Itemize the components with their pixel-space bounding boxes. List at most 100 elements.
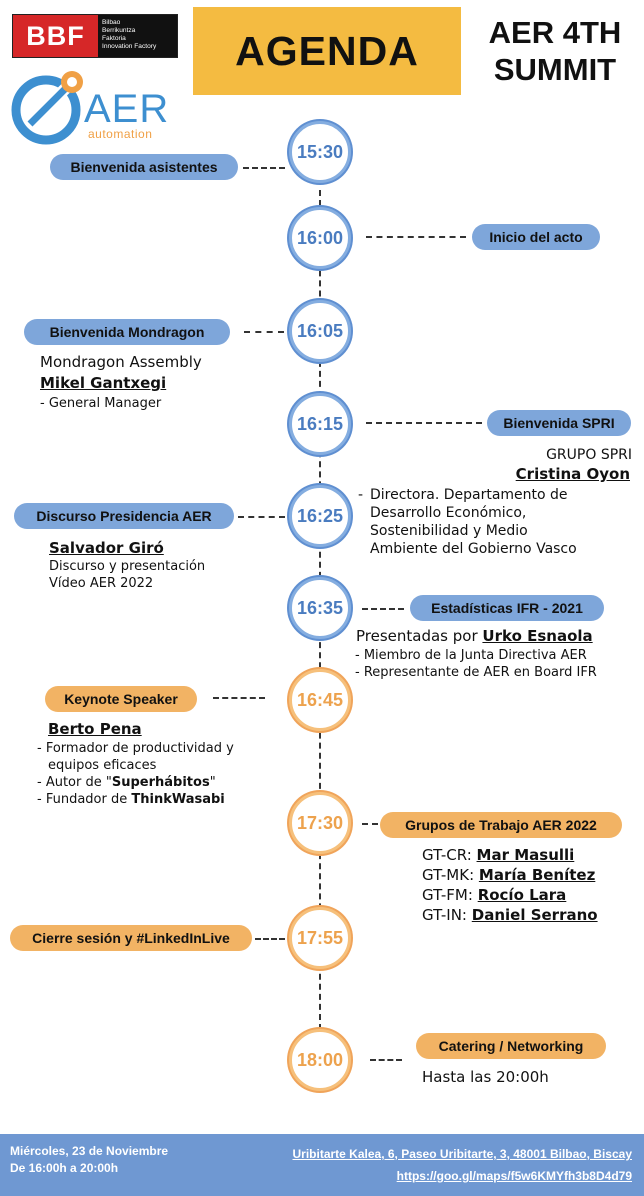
bbf-line: Berrikuntza (102, 27, 136, 34)
summit-line1: AER 4TH (488, 15, 622, 50)
company-name: ThinkWasabi (131, 792, 225, 807)
role-text: equipos eficaces (48, 758, 157, 773)
bbf-line: Faktoria (102, 35, 126, 42)
working-groups: GT-CR: Mar Masulli GT-MK: María Benítez … (422, 845, 598, 925)
role-line: - Autor de "Superhábitos" (37, 775, 216, 790)
time-circle: 18:00 (289, 1029, 351, 1091)
role-line: Directora. Departamento de (370, 487, 568, 503)
speaker-name: Cristina Oyon (515, 465, 630, 483)
connector (366, 236, 466, 238)
speaker-name: Mikel Gantxegi (40, 374, 167, 392)
speaker-role-dash: - (358, 487, 364, 503)
speaker-name: Salvador Giró (49, 539, 164, 557)
pill-inicio-acto: Inicio del acto (472, 224, 600, 250)
connector (362, 608, 404, 610)
speaker-name: Urko Esnaola (482, 627, 593, 645)
role-text: Representante de AER en Board IFR (363, 665, 597, 680)
pill-grupos-trabajo: Grupos de Trabajo AER 2022 (380, 812, 622, 838)
speaker-role: - Miembro de la Junta Directiva AER - Re… (355, 647, 597, 681)
connector (244, 331, 284, 333)
bbf-line: Innovation Factory (102, 43, 157, 50)
pill-bienvenida-asistentes: Bienvenida asistentes (50, 154, 238, 180)
connector (362, 823, 378, 825)
presented-by: Presentadas por Urko Esnaola (356, 627, 593, 645)
aer-logo-icon (11, 71, 83, 145)
agenda-title: AGENDA (235, 27, 419, 74)
group-lead: Mar Masulli (476, 846, 575, 864)
aer-logo-sub: automation (88, 127, 153, 141)
summit-line2: SUMMIT (493, 52, 617, 87)
catering-note: Hasta las 20:00h (422, 1068, 549, 1086)
footer-date-block: Miércoles, 23 de Noviembre De 16:00h a 2… (10, 1143, 168, 1177)
speaker-role: - General Manager (40, 396, 162, 411)
role-line: - Fundador de ThinkWasabi (37, 792, 225, 807)
role-line: Sostenibilidad y Medio (370, 523, 528, 539)
role-text: Autor de " (45, 775, 112, 790)
book-title: Superhábitos (111, 775, 210, 790)
group-row: GT-IN: Daniel Serrano (422, 905, 598, 925)
role-line: Desarrollo Económico, (370, 505, 527, 521)
time-circle: 16:00 (289, 207, 351, 269)
time-circle: 16:35 (289, 577, 351, 639)
group-code: GT-IN: (422, 906, 472, 924)
time-circle: 16:45 (289, 669, 351, 731)
bbf-logo-text: Bilbao Berrikuntza Faktoria Innovation F… (98, 15, 177, 57)
speaker-name: Berto Pena (48, 720, 142, 738)
group-code: GT-MK: (422, 866, 479, 884)
role-line: - Formador de productividad y (37, 741, 234, 756)
agenda-banner: AGENDA (193, 7, 461, 95)
group-row: GT-FM: Rocío Lara (422, 885, 598, 905)
footer-location-block: Uribitarte Kalea, 6, Paseo Uribitarte, 3… (293, 1143, 633, 1187)
connector (370, 1059, 402, 1061)
org-name: GRUPO SPRI (546, 447, 632, 463)
role-text: Fundador de (45, 792, 132, 807)
footer-bar (0, 1134, 644, 1196)
group-row: GT-CR: Mar Masulli (422, 845, 598, 865)
pill-discurso-presidencia: Discurso Presidencia AER (14, 503, 234, 529)
pill-bienvenida-mondragon: Bienvenida Mondragon (24, 319, 230, 345)
connector (213, 697, 265, 699)
connector (366, 422, 482, 424)
role-line: Ambiente del Gobierno Vasco (370, 541, 577, 557)
map-link[interactable]: https://goo.gl/maps/f5w6KMYfh3b8D4d79 (396, 1169, 632, 1183)
footer-hours: De 16:00h a 20:00h (10, 1161, 119, 1175)
time-circle: 16:25 (289, 485, 351, 547)
bbf-logo-mark: BBF (13, 15, 98, 57)
pill-estadisticas-ifr: Estadísticas IFR - 2021 (410, 595, 604, 621)
role-text: Formador de productividad y (45, 741, 234, 756)
speaker-role: Directora. Departamento de Desarrollo Ec… (370, 486, 577, 558)
time-circle: 17:30 (289, 792, 351, 854)
pill-cierre-sesion: Cierre sesión y #LinkedInLive (10, 925, 252, 951)
role-line: Discurso y presentación (49, 559, 206, 574)
pill-catering-networking: Catering / Networking (416, 1033, 606, 1059)
group-row: GT-MK: María Benítez (422, 865, 598, 885)
bbf-logo: BBF Bilbao Berrikuntza Faktoria Innovati… (12, 14, 178, 58)
group-lead: Daniel Serrano (471, 906, 598, 924)
role-text: " (209, 775, 216, 790)
time-circle: 17:55 (289, 907, 351, 969)
group-code: GT-FM: (422, 886, 478, 904)
org-name: Mondragon Assembly (40, 353, 202, 371)
bbf-line: Bilbao (102, 19, 121, 26)
pill-bienvenida-spri: Bienvenida SPRI (487, 410, 631, 436)
speaker-role: - Formador de productividad y equipos ef… (37, 740, 234, 808)
presented-by-label: Presentadas por (356, 627, 478, 645)
role-line: - Representante de AER en Board IFR (355, 665, 597, 680)
footer-date: Miércoles, 23 de Noviembre (10, 1144, 169, 1158)
group-lead: Rocío Lara (477, 886, 567, 904)
time-circle: 16:05 (289, 300, 351, 362)
aer-logo-word: AER (84, 87, 170, 131)
pill-keynote-speaker: Keynote Speaker (45, 686, 197, 712)
summit-title: AER 4TH SUMMIT (466, 14, 644, 88)
speaker-role: Discurso y presentación Vídeo AER 2022 (49, 558, 205, 592)
connector (255, 938, 285, 940)
role-line: - Miembro de la Junta Directiva AER (355, 648, 587, 663)
role-line: Vídeo AER 2022 (49, 576, 154, 591)
connector (238, 516, 285, 518)
role-text: Miembro de la Junta Directiva AER (363, 648, 587, 663)
group-lead: María Benítez (478, 866, 596, 884)
connector (243, 167, 285, 169)
time-circle: 16:15 (289, 393, 351, 455)
time-circle: 15:30 (289, 121, 351, 183)
address-link[interactable]: Uribitarte Kalea, 6, Paseo Uribitarte, 3… (292, 1147, 633, 1161)
